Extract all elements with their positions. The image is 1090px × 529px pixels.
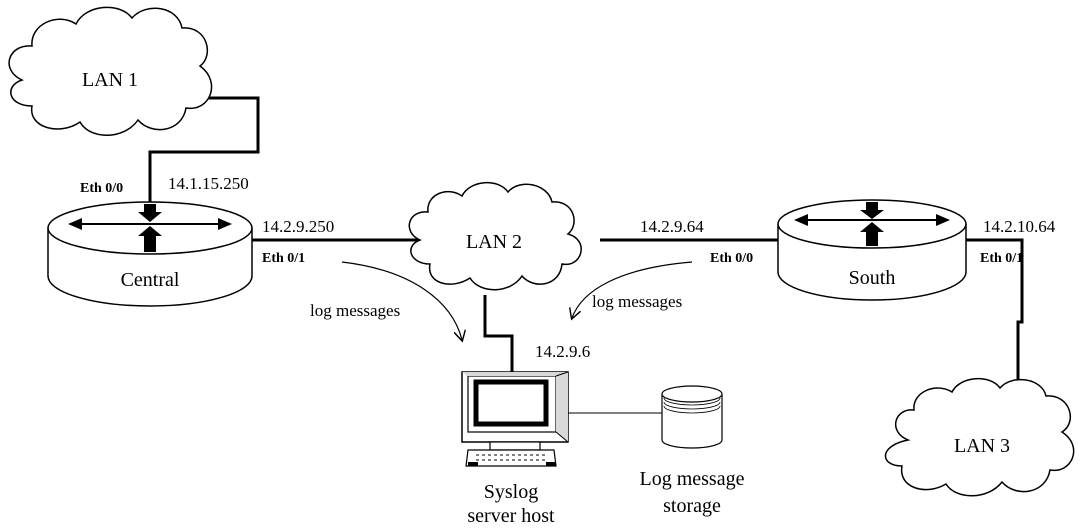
south-eth1-ip: 14.2.10.64 [983, 217, 1056, 236]
central-eth0-label: Eth 0/0 [80, 181, 123, 196]
log-flow-right-arrow [572, 261, 693, 318]
south-eth1-label: Eth 0/1 [980, 251, 1023, 266]
computer-icon [461, 371, 569, 467]
lan3-cloud: LAN 3 [884, 377, 1075, 497]
log-flow-left-label: log messages [310, 301, 400, 320]
syslog-server-host: 14.2.9.6 Syslog server host [461, 342, 590, 527]
lan1-central-link [148, 96, 260, 210]
wiring [148, 96, 1024, 414]
lan3-label: LAN 3 [954, 435, 1010, 457]
central-eth0-ip: 14.1.15.250 [168, 174, 249, 193]
lan3-cloud-shape [884, 377, 1075, 497]
central-eth1-label: Eth 0/1 [262, 251, 305, 266]
storage-label-line2: storage [663, 495, 721, 517]
central-router: Central [47, 201, 253, 307]
log-flow-right-label: log messages [592, 292, 682, 311]
syslog-label-line1: Syslog [484, 481, 538, 503]
south-router-arrows-icon [794, 202, 950, 246]
log-storage: Log message storage [640, 385, 745, 517]
syslog-ip: 14.2.9.6 [535, 342, 590, 361]
lan1-cloud-shape [8, 6, 213, 136]
lan2-syslog-link [483, 295, 514, 372]
south-router-label: South [849, 267, 896, 289]
storage-label-line1: Log message [640, 468, 745, 490]
syslog-label-line2: server host [467, 505, 555, 527]
log-flow-left: log messages [310, 261, 462, 340]
lan2-cloud-shape [408, 182, 582, 291]
south-lan3-link [965, 238, 1024, 390]
log-flow-right: log messages [572, 261, 693, 318]
central-eth1-ip: 14.2.9.250 [262, 217, 334, 236]
central-router-arrows-icon [68, 204, 232, 252]
south-eth0-label: Eth 0/0 [710, 251, 753, 266]
storage-cylinder-icon [661, 385, 723, 449]
lan1-cloud: LAN 1 [8, 6, 213, 136]
lan2-label: LAN 2 [466, 231, 522, 253]
lan1-label: LAN 1 [82, 69, 138, 91]
south-router: South [777, 199, 967, 301]
log-flow-left-arrow [341, 261, 462, 340]
south-eth0-ip: 14.2.9.64 [640, 217, 704, 236]
central-router-label: Central [121, 269, 180, 291]
lan2-cloud: LAN 2 [408, 182, 582, 291]
